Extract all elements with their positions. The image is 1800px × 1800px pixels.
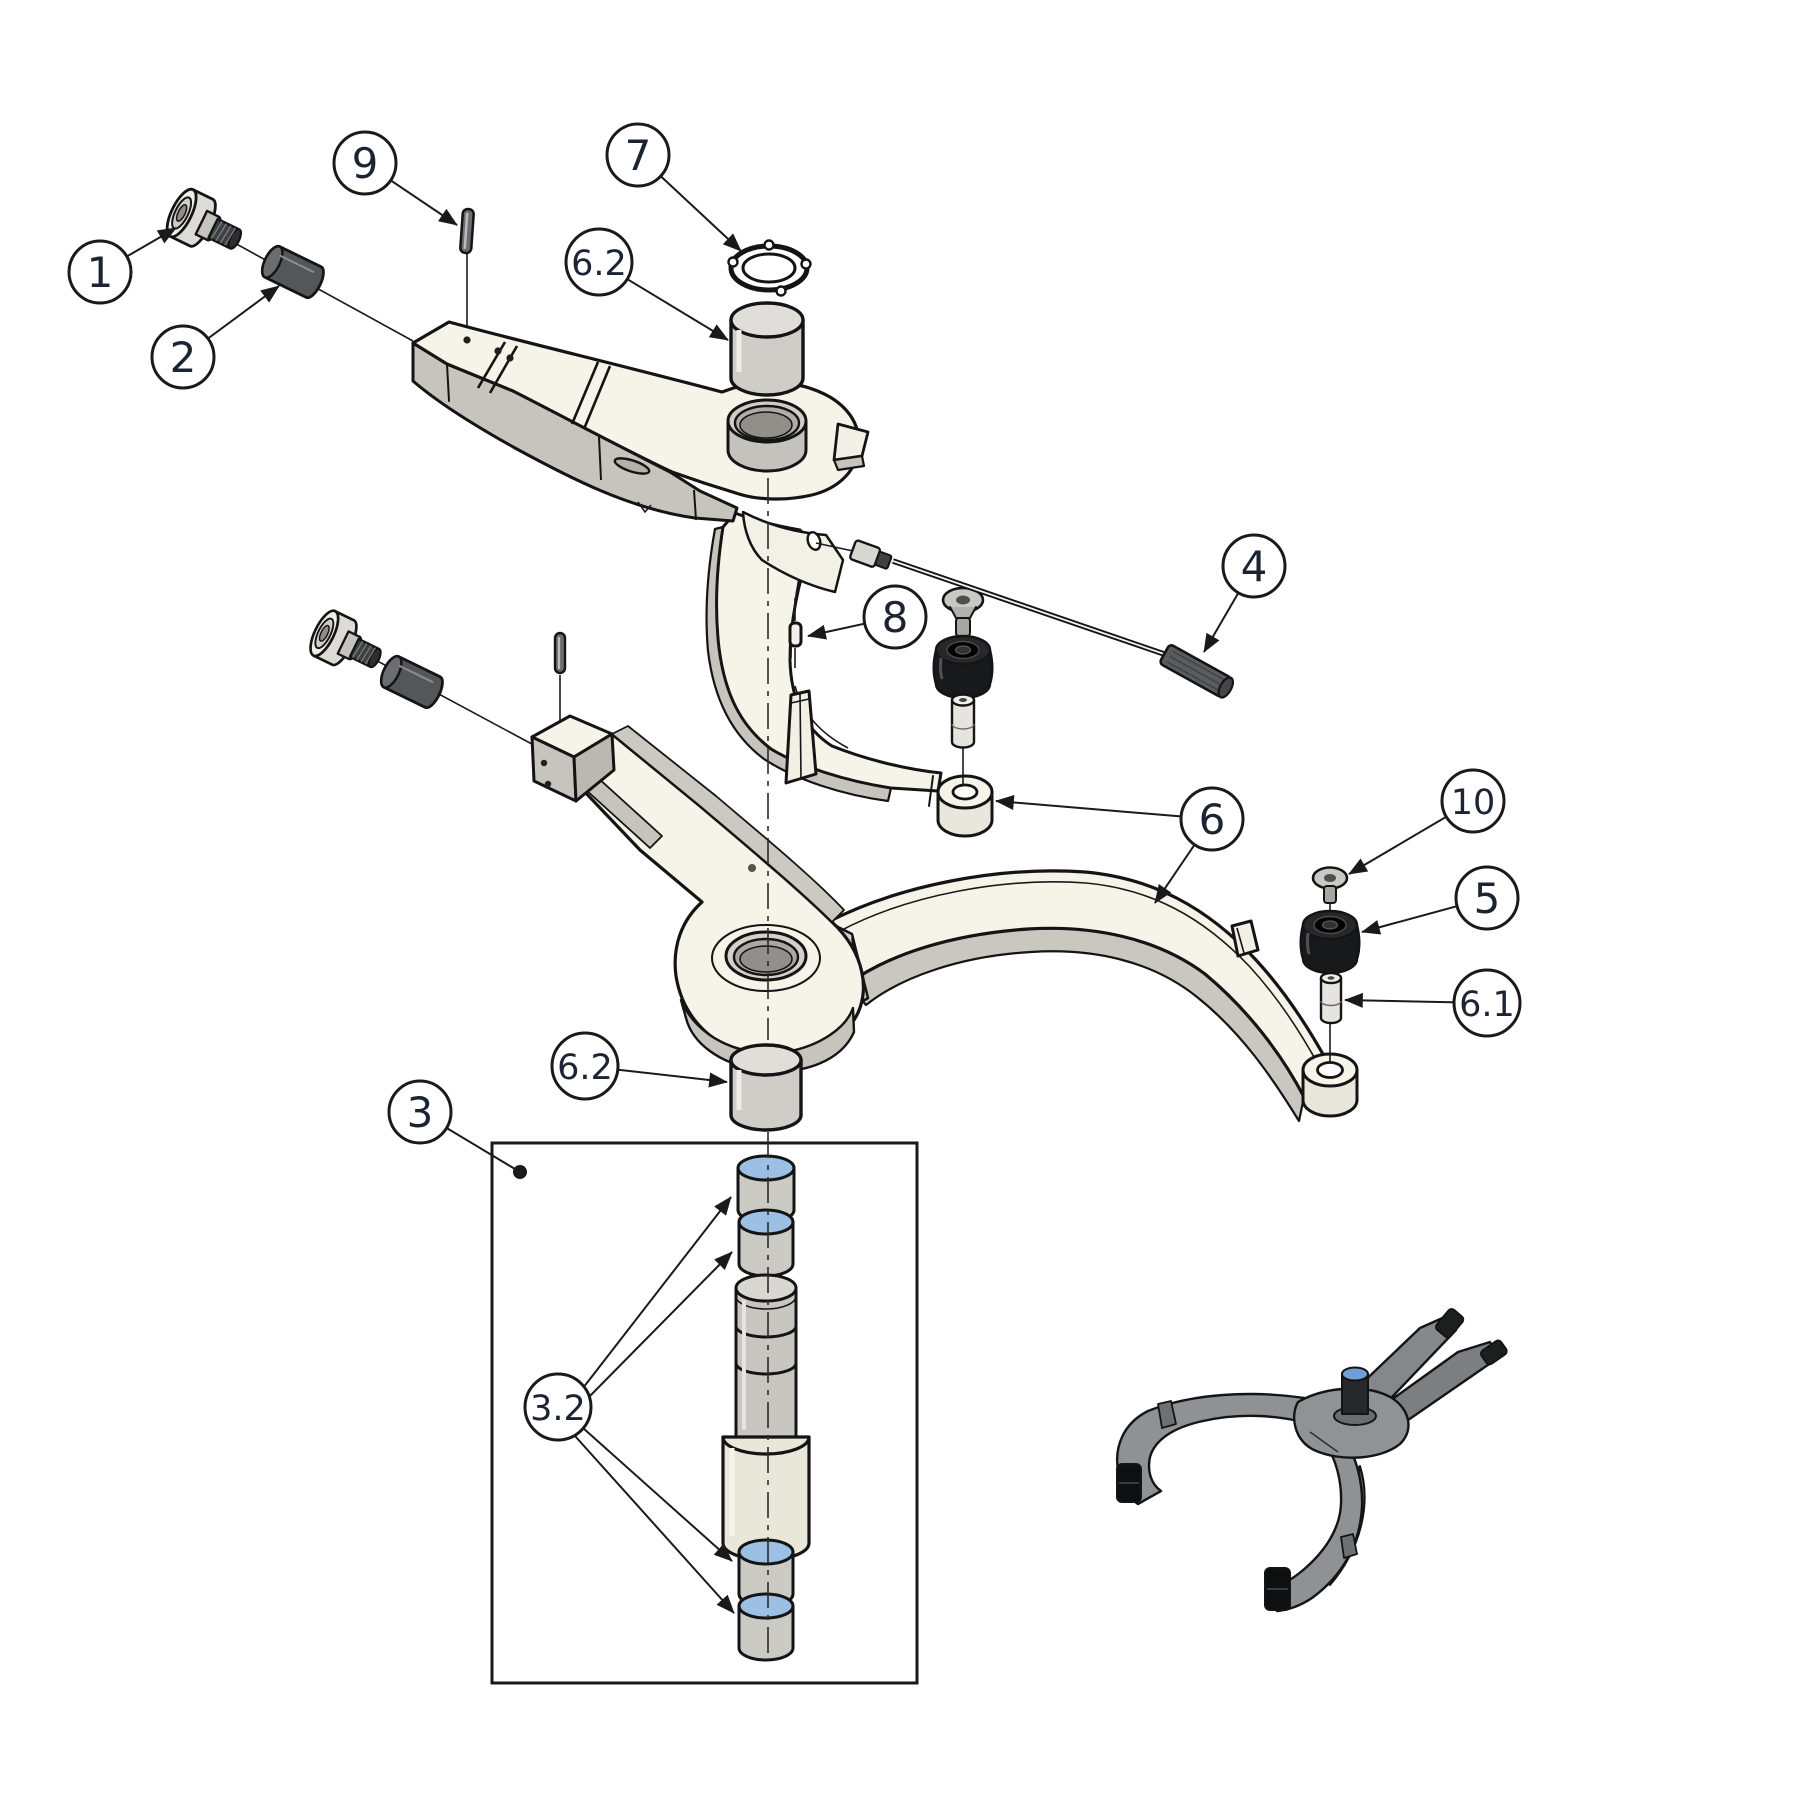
asm-center-post [1333,1366,1377,1426]
balloon-9: 9 [332,130,398,196]
lower-jaw-chamfer [839,881,1320,1067]
balloon-6: 6 [1179,786,1245,852]
balloon-4: 4 [1221,533,1287,599]
pin-8 [788,621,803,648]
jaw-knob [1230,919,1260,958]
asm-roller-left [1116,1463,1142,1503]
assembled-view [1115,1308,1508,1613]
asm-left-jaw [1115,1392,1307,1506]
asm-roller-front [1264,1567,1291,1611]
lower-bore [711,924,821,992]
pin-9 [459,207,475,255]
balloon-6-1: 6.1 [1452,968,1522,1038]
lock-ring-7 [727,239,812,297]
svg-text:6.1: 6.1 [1459,985,1515,1025]
upper-jaw-lug [784,689,818,785]
arm-top-holes [463,336,514,362]
svg-text:10: 10 [1451,783,1496,823]
leader-3-2-a [582,1196,732,1389]
release-cable-4 [849,539,1235,699]
ring-3-2-d [737,1592,795,1662]
upper-end-boss [936,774,994,838]
svg-text:9: 9 [352,139,379,188]
balloon-10: 10 [1440,768,1506,834]
svg-text:4: 4 [1241,542,1268,591]
balloon-3: 3 [387,1079,453,1145]
block-crease [446,363,450,402]
upper-arm-assembly [411,320,994,838]
svg-text:5: 5 [1474,874,1501,923]
side-slot [613,457,651,475]
lower-arm-assembly [530,714,1359,1123]
asm-arm-bearing-1 [1435,1308,1465,1339]
cable-hole [806,531,822,551]
leader-3-2-b [587,1251,733,1399]
balloon-5: 5 [1454,865,1520,931]
svg-text:1: 1 [87,248,114,297]
lower-arm-block [530,714,616,803]
roller-upper [932,634,994,700]
bearing-1 [165,187,242,250]
asm-knob-a [1157,1400,1177,1429]
svg-text:6.2: 6.2 [557,1048,613,1088]
spacer-6-1 [1319,971,1343,1025]
balloon-3-2: 3.2 [523,1372,593,1442]
asm-knob-b [1340,1533,1358,1559]
bushing-lower [379,654,444,710]
svg-text:3.2: 3.2 [530,1389,586,1429]
bushing-6-2-top [729,301,805,397]
leader-3-2-d [574,1435,735,1614]
balloon-2: 2 [150,324,216,390]
leader-3-dot [513,1165,527,1179]
cable-leader [815,542,854,552]
svg-text:2: 2 [170,333,197,382]
jaw-end-parting [928,775,934,807]
plate-chamfer-band [611,725,845,923]
svg-text:8: 8 [882,593,909,642]
arm-ear-tab [832,422,870,472]
roller-5 [1299,909,1361,975]
balloon-6-2-top: 6.2 [564,227,634,297]
leader-6-a [995,795,1213,820]
side-parting-lines [598,436,697,521]
asm-arm-bearing-2 [1479,1339,1508,1366]
shaft-stack [721,1154,811,1662]
plate-hole [748,864,756,872]
pivot-shaft [734,1273,798,1452]
pin-lower [553,631,567,675]
bushing-2 [260,244,325,300]
ring-3-2-b [737,1208,795,1278]
leader-3-2-c [582,1427,733,1562]
ring-3-2-c [737,1538,795,1608]
bearing-lower [309,609,382,669]
balloon-1: 1 [67,239,133,305]
side-notch [637,501,652,514]
cable-handle [1159,644,1235,699]
pivot-collar [726,398,808,473]
detail-box-3 [490,1141,919,1685]
svg-text:7: 7 [625,131,652,180]
screw-10 [1311,866,1349,904]
flat-screw-upper [941,586,985,637]
svg-text:6: 6 [1199,795,1226,844]
balloon-6-2-bottom: 6.2 [550,1031,620,1101]
svg-text:3: 3 [407,1088,434,1137]
balloon-7: 7 [605,122,671,188]
lower-end-boss [1301,1052,1359,1118]
svg-text:6.2: 6.2 [571,244,627,284]
spacer-upper [950,693,976,749]
balloon-8: 8 [862,584,928,650]
bushing-6-2-bottom [729,1043,803,1132]
